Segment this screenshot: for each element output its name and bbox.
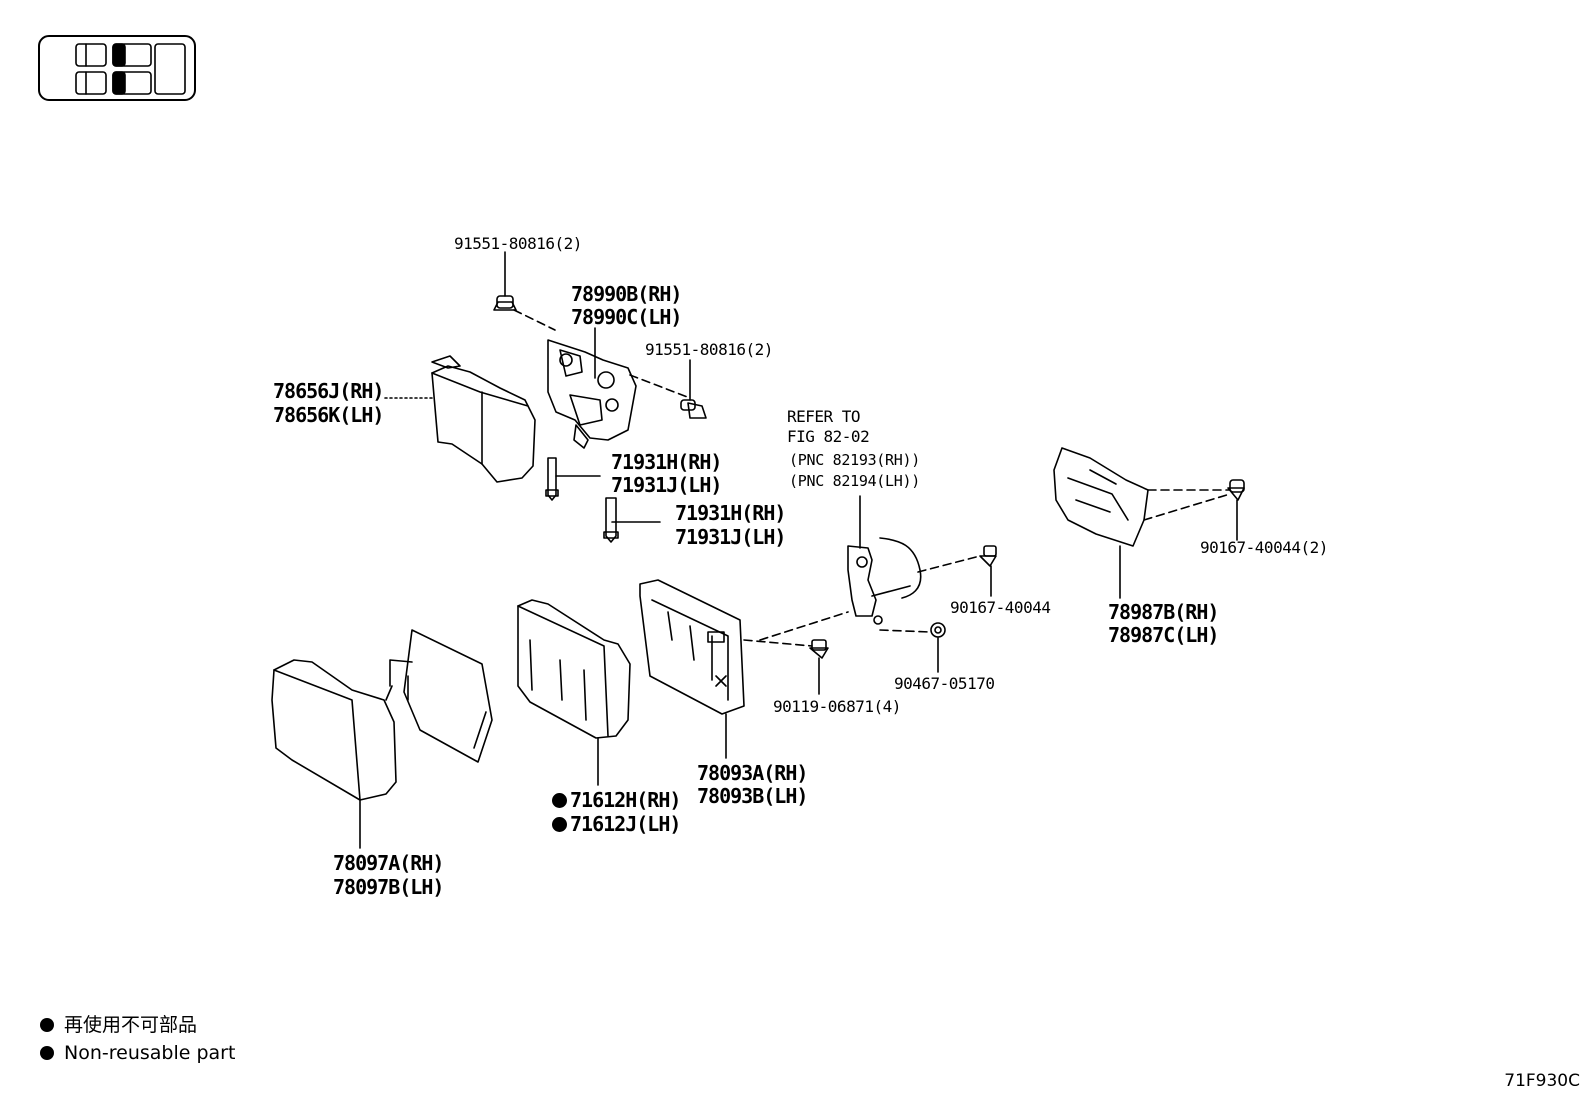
label-refer-line1: REFER TO (787, 407, 861, 426)
label-trim-rh: 78987B(RH) (1108, 600, 1219, 624)
label-screw-right: 90167-40044(2) (1200, 538, 1328, 557)
label-clip-mid: 90467-05170 (894, 674, 995, 693)
label-pad-rh: 71612H(RH) (552, 788, 681, 812)
bolt-top-part (493, 251, 556, 331)
non-reusable-dot-icon (552, 793, 567, 808)
non-reusable-dot-icon (552, 817, 567, 832)
label-cover-rh: 78656J(RH) (273, 379, 384, 403)
seatback-cover-part (271, 659, 397, 849)
clip-two-part (603, 497, 661, 543)
screw-mid-part (979, 545, 997, 597)
label-pad-lh-text: 71612J(LH) (570, 812, 681, 836)
label-refer-pnc-rh: (PNC 82193(RH)) (789, 451, 920, 469)
label-clip1-lh: 71931J(LH) (611, 473, 722, 497)
figure-id: 71F930C (1504, 1071, 1580, 1091)
non-reusable-dot-icon (40, 1018, 54, 1032)
legend-jp: 再使用不可部品 (40, 1012, 197, 1038)
label-board-lh: 78093B(LH) (697, 784, 808, 808)
label-refer-line2: FIG 82-02 (787, 427, 870, 446)
seat-map-icon (38, 35, 196, 101)
label-hinge-lh: 78990C(LH) (571, 305, 682, 329)
legend-jp-text: 再使用不可部品 (64, 1014, 198, 1036)
legend-en-text: Non-reusable part (64, 1042, 236, 1064)
label-clip2-rh: 71931H(RH) (675, 501, 786, 525)
seatback-board-part (639, 579, 813, 759)
seatback-pad-part (517, 599, 631, 786)
label-bolt-top: 91551-80816(2) (454, 234, 582, 253)
hinge-cover-part (384, 355, 536, 483)
label-clip1-rh: 71931H(RH) (611, 450, 722, 474)
harness-bracket-part (759, 495, 981, 641)
label-pad-lh: 71612J(LH) (552, 812, 681, 836)
label-pad-rh-text: 71612H(RH) (570, 788, 681, 812)
label-bolt-low: 90119-06871(4) (773, 697, 901, 716)
label-cover-lh: 78656K(LH) (273, 403, 384, 427)
label-clip2-lh: 71931J(LH) (675, 525, 786, 549)
label-back-rh: 78097A(RH) (333, 851, 444, 875)
side-trim-part (1053, 447, 1245, 599)
label-hinge-rh: 78990B(RH) (571, 282, 682, 306)
label-board-rh: 78093A(RH) (697, 761, 808, 785)
hinge-bracket-part (547, 327, 691, 449)
seat-heater-film-part (385, 629, 493, 763)
bolt-mid-part (680, 359, 707, 419)
bolt-low-part (809, 639, 829, 695)
non-reusable-dot-icon (40, 1046, 54, 1060)
label-bolt-mid: 91551-80816(2) (645, 340, 773, 359)
label-back-lh: 78097B(LH) (333, 875, 444, 899)
legend-en: Non-reusable part (40, 1040, 235, 1066)
label-screw-mid: 90167-40044 (950, 598, 1051, 617)
clip-mid-part (930, 622, 946, 673)
label-refer-pnc-lh: (PNC 82194(LH)) (789, 472, 920, 490)
label-trim-lh: 78987C(LH) (1108, 623, 1219, 647)
clip-one-part (545, 457, 601, 501)
